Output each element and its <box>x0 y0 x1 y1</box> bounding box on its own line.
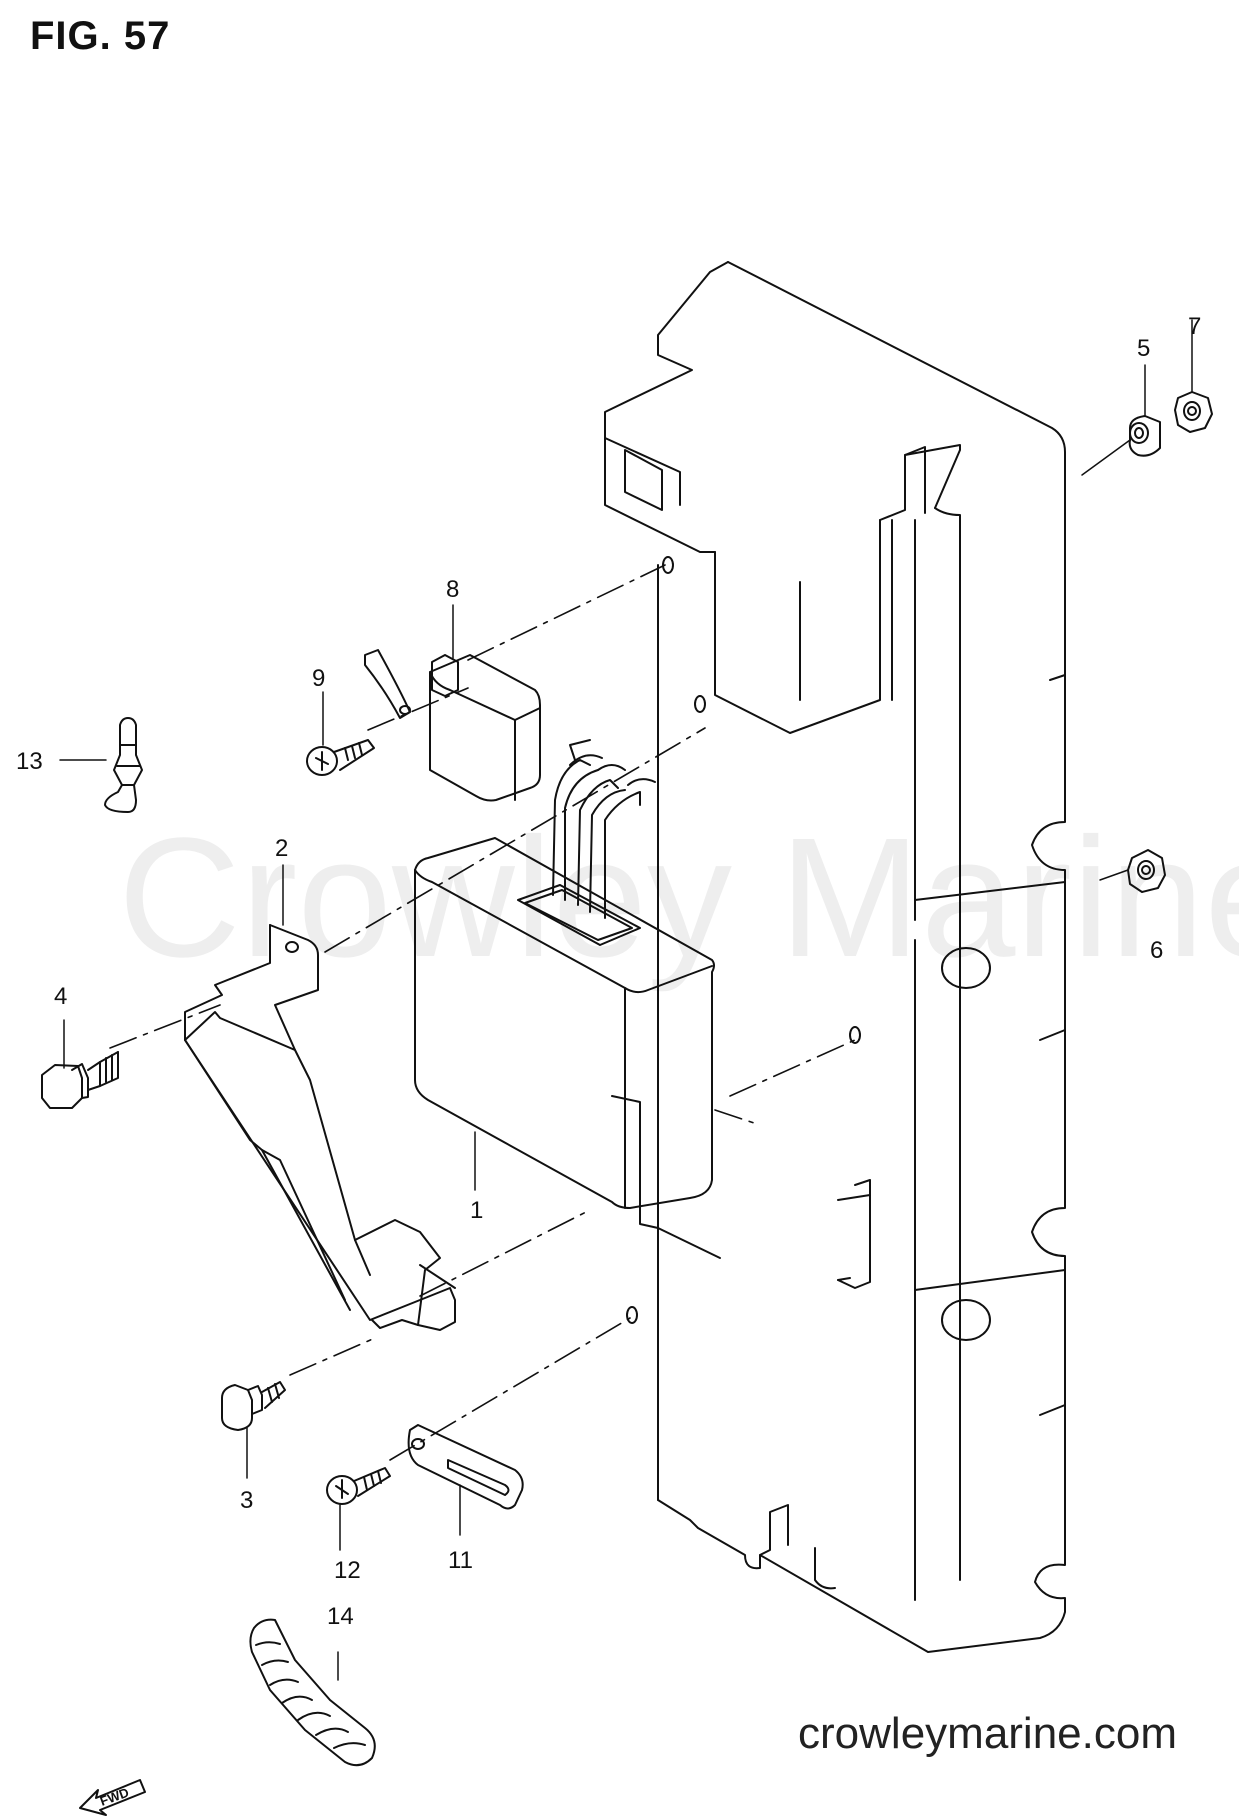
callout-7: 7 <box>1188 313 1201 340</box>
callout-3: 3 <box>240 1487 253 1514</box>
nut-part-7 <box>1174 391 1213 433</box>
leader-lines <box>59 319 1193 1681</box>
spiral-tube-part-14 <box>249 1618 376 1767</box>
callout-9: 9 <box>312 665 325 692</box>
callout-12: 12 <box>334 1557 361 1584</box>
screw-part-9 <box>306 739 375 776</box>
callout-1: 1 <box>470 1197 483 1224</box>
nut-part-6 <box>1127 849 1166 893</box>
screw-part-12 <box>326 1467 391 1505</box>
callout-4: 4 <box>54 983 67 1010</box>
clip-part-11 <box>407 1424 524 1510</box>
grommet-part-5 <box>1128 415 1161 457</box>
bolt-part-3 <box>221 1381 286 1431</box>
callout-11: 11 <box>448 1547 473 1574</box>
assembly-lines <box>109 564 856 1461</box>
relay-unit <box>364 649 541 802</box>
callout-5: 5 <box>1137 335 1150 362</box>
fwd-direction-badge: FWD <box>79 1779 146 1816</box>
callout-6: 6 <box>1150 937 1163 964</box>
callout-13: 13 <box>16 748 43 775</box>
callout-labels: 1 2 3 4 5 6 7 8 9 11 12 13 14 <box>16 313 1201 1630</box>
watermark: Crowley Marine <box>118 803 1239 993</box>
control-unit-box <box>414 739 715 1209</box>
callout-8: 8 <box>446 576 459 603</box>
callout-2: 2 <box>275 835 288 862</box>
connector-pin-part <box>104 717 143 813</box>
callout-14: 14 <box>327 1603 354 1630</box>
figure-title: FIG. 57 <box>30 14 171 58</box>
bracket-part <box>184 924 456 1331</box>
hole-markers <box>626 556 861 1324</box>
flange-bolt-part-4 <box>41 1051 119 1109</box>
mounting-panel <box>604 261 1066 1653</box>
footer-url: crowleymarine.com <box>798 1709 1177 1758</box>
